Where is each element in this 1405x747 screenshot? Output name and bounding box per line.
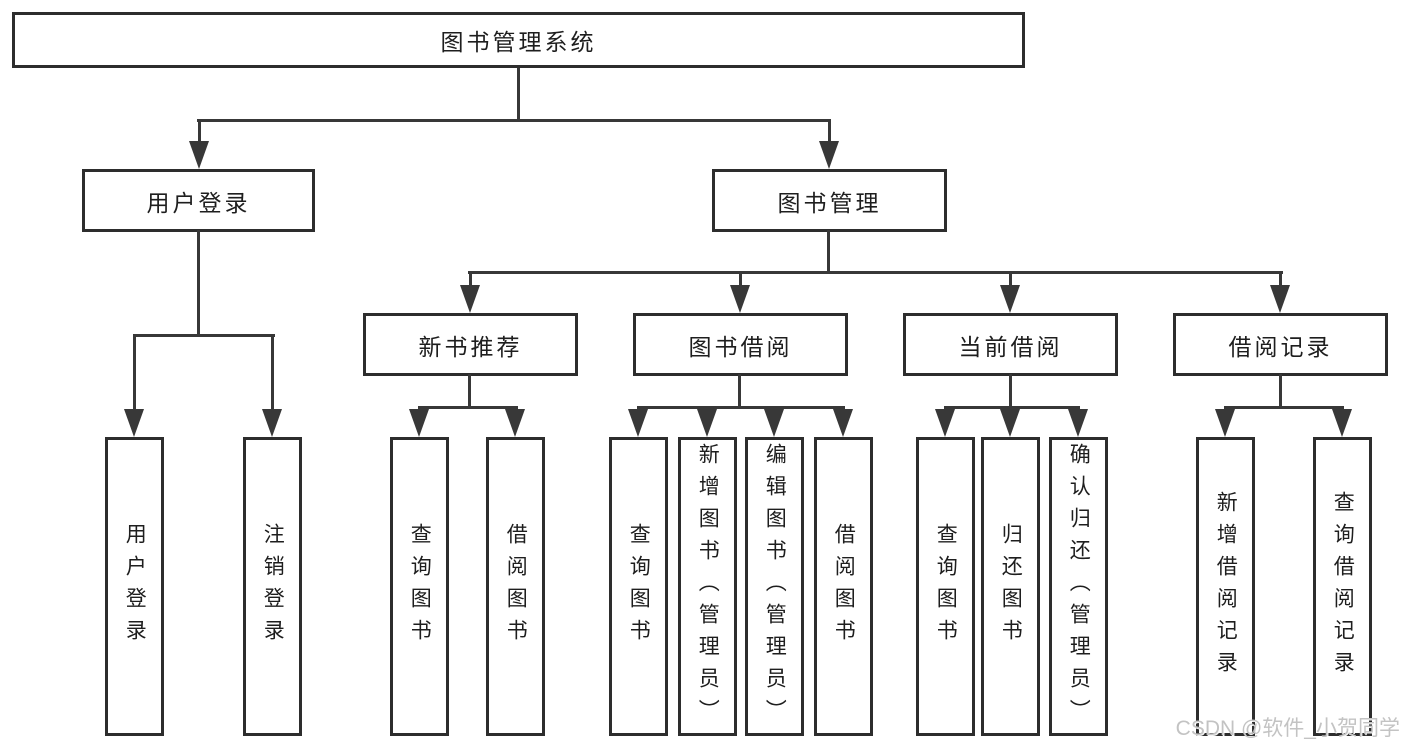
arrow-down-bor-edit xyxy=(764,409,784,437)
arrow-down-leaf-user-login xyxy=(124,409,144,437)
node-user-login: 用户登录 xyxy=(82,169,315,232)
arrow-down-bor-borrow xyxy=(833,409,853,437)
connector-records-stub xyxy=(1279,374,1282,408)
connector-manage-drop xyxy=(828,119,831,145)
connector-current-bar xyxy=(944,406,1080,409)
arrow-down-bor-query xyxy=(628,409,648,437)
connector-borrow-stub xyxy=(738,374,741,408)
arrow-down-borrow xyxy=(730,285,750,313)
arrow-down-login xyxy=(189,141,209,169)
connector-recommend-drop xyxy=(469,271,472,290)
leaf-borrow-borrow-books-label: 借阅图书 xyxy=(832,522,856,651)
leaf-borrow-add-books-admin: 新增图书（管理员） xyxy=(678,437,737,736)
arrow-down-recd-add xyxy=(1215,409,1235,437)
connector-login-bar xyxy=(133,334,275,337)
connector-level3-bar xyxy=(468,271,1283,274)
leaf-recommend-query-books-label: 查询图书 xyxy=(408,522,432,651)
leaf-records-add-record: 新增借阅记录 xyxy=(1196,437,1255,736)
leaf-logout: 注销登录 xyxy=(243,437,302,736)
arrow-down-bor-add xyxy=(697,409,717,437)
leaf-current-confirm-return-admin: 确认归还（管理员） xyxy=(1049,437,1108,736)
leaf-recommend-borrow-books-label: 借阅图书 xyxy=(504,522,528,651)
arrow-down-manage xyxy=(819,141,839,169)
leaf-borrow-edit-books-admin: 编辑图书（管理员） xyxy=(745,437,804,736)
leaf-borrow-query-books-label: 查询图书 xyxy=(627,522,651,651)
leaf-recommend-query-books: 查询图书 xyxy=(390,437,449,736)
connector-borrow-bar xyxy=(637,406,845,409)
connector-login-drop xyxy=(198,119,201,145)
connector-level2-bar xyxy=(197,119,831,122)
leaf-recommend-borrow-books: 借阅图书 xyxy=(486,437,545,736)
connector-records-bar xyxy=(1224,406,1344,409)
leaf-borrow-edit-books-admin-label: 编辑图书（管理员） xyxy=(763,442,787,731)
connector-records-drop xyxy=(1279,271,1282,290)
node-new-book-recommend: 新书推荐 xyxy=(363,313,578,376)
leaf-user-login-label: 用户登录 xyxy=(123,522,147,651)
connector-login-leaf1-drop xyxy=(133,334,136,413)
arrow-down-recommend xyxy=(460,285,480,313)
arrow-down-leaf-logout xyxy=(262,409,282,437)
connector-login-leaf2-drop xyxy=(271,334,274,413)
connector-manage-stub xyxy=(827,230,830,273)
leaf-current-confirm-return-admin-label: 确认归还（管理员） xyxy=(1067,442,1091,731)
leaf-records-query-record: 查询借阅记录 xyxy=(1313,437,1372,736)
node-borrow-records: 借阅记录 xyxy=(1173,313,1388,376)
csdn-watermark: CSDN @软件_小贺同学 xyxy=(1175,717,1400,740)
leaf-logout-label: 注销登录 xyxy=(261,522,285,651)
leaf-borrow-borrow-books: 借阅图书 xyxy=(814,437,873,736)
leaf-borrow-add-books-admin-label: 新增图书（管理员） xyxy=(696,442,720,731)
arrow-down-rec-query xyxy=(409,409,429,437)
arrow-down-cur-query xyxy=(935,409,955,437)
arrow-down-current xyxy=(1000,285,1020,313)
arrow-down-records xyxy=(1270,285,1290,313)
connector-login-stub xyxy=(197,230,200,336)
leaf-current-return-books: 归还图书 xyxy=(981,437,1040,736)
leaf-current-query-books: 查询图书 xyxy=(916,437,975,736)
arrow-down-rec-borrow xyxy=(505,409,525,437)
node-library-system-root: 图书管理系统 xyxy=(12,12,1025,68)
connector-current-stub xyxy=(1009,374,1012,408)
node-current-borrow: 当前借阅 xyxy=(903,313,1118,376)
leaf-user-login: 用户登录 xyxy=(105,437,164,736)
leaf-current-query-books-label: 查询图书 xyxy=(934,522,958,651)
arrow-down-recd-query xyxy=(1332,409,1352,437)
leaf-records-add-record-label: 新增借阅记录 xyxy=(1214,490,1238,683)
arrow-down-cur-confirm xyxy=(1068,409,1088,437)
connector-recommend-stub xyxy=(468,374,471,408)
connector-root-stub xyxy=(517,68,520,121)
connector-borrow-drop xyxy=(739,271,742,290)
arrow-down-cur-return xyxy=(1000,409,1020,437)
connector-current-drop xyxy=(1009,271,1012,290)
node-book-borrow: 图书借阅 xyxy=(633,313,848,376)
leaf-current-return-books-label: 归还图书 xyxy=(999,522,1023,651)
leaf-borrow-query-books: 查询图书 xyxy=(609,437,668,736)
connector-recommend-bar xyxy=(418,406,518,409)
node-book-management: 图书管理 xyxy=(712,169,947,232)
leaf-records-query-record-label: 查询借阅记录 xyxy=(1331,490,1355,683)
